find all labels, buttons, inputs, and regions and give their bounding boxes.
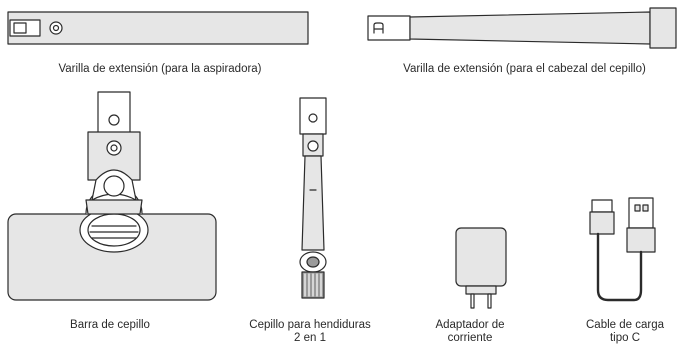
- caption-crevice-line2: 2 en 1: [294, 332, 326, 344]
- extension-rod-vacuum: [7, 11, 309, 45]
- caption-brush-bar: Barra de cepillo: [70, 319, 150, 331]
- brush-bar: [7, 91, 217, 301]
- caption-extension-rod-brush: Varilla de extensión (para el cabezal de…: [403, 63, 646, 75]
- extension-rod-brush: [367, 7, 677, 49]
- caption-crevice-line1: Cepillo para hendiduras: [249, 319, 371, 331]
- caption-adapter-line2: corriente: [447, 332, 493, 344]
- caption-cable-line2: tipo C: [609, 332, 641, 344]
- usb-c-cable: [589, 197, 656, 302]
- caption-power-adapter: Adaptador de corriente: [420, 319, 520, 345]
- caption-crevice-tool: Cepillo para hendiduras 2 en 1: [230, 319, 390, 345]
- caption-extension-rod-vacuum: Varilla de extensión (para la aspiradora…: [58, 63, 262, 75]
- crevice-tool: [299, 97, 327, 299]
- caption-cable-line1: Cable de carga: [586, 319, 664, 331]
- caption-usb-c-cable: Cable de carga tipo C: [565, 319, 685, 345]
- caption-adapter-line1: Adaptador de: [435, 319, 505, 331]
- power-adapter: [455, 227, 507, 309]
